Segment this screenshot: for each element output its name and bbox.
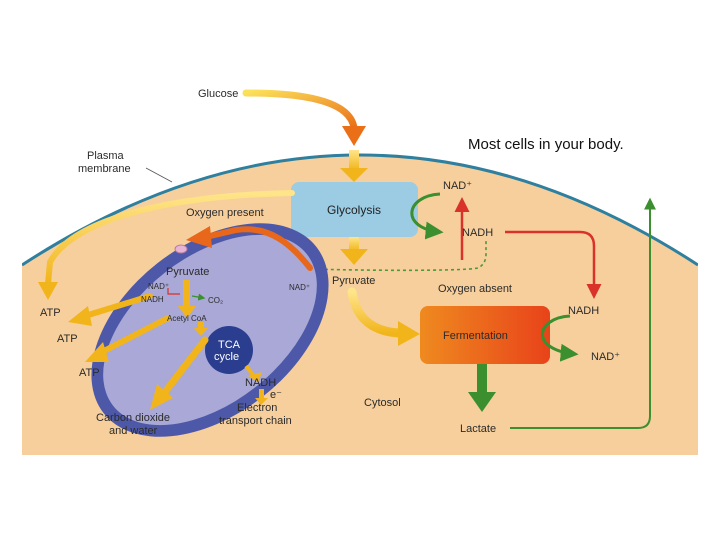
nadh-top-label: NADH — [462, 227, 493, 239]
pyruvate-mito-label: Pyruvate — [166, 266, 209, 278]
glucose-label: Glucose — [198, 88, 238, 100]
atp-arrow-3 — [161, 336, 209, 396]
acetyl-coa-label: Acetyl CoA — [167, 314, 207, 323]
plasma-membrane-label-1: Plasma — [87, 150, 125, 162]
atp-arrow-3-head — [150, 384, 173, 410]
etc-label-2: transport chain — [219, 415, 292, 427]
lactate-arrow-head — [468, 392, 496, 412]
lactate-label: Lactate — [460, 423, 496, 435]
fermentation-label: Fermentation — [443, 330, 508, 342]
glucose-arrow — [242, 89, 358, 132]
acetyl-to-tca-head — [194, 328, 208, 336]
dashed-oxygen-absent-path — [294, 240, 487, 272]
atp-label-1: ATP — [40, 307, 61, 319]
arrow-to-glycolysis-head — [340, 168, 368, 182]
oxygen-present-label: Oxygen present — [186, 207, 264, 219]
atp-arrow-1 — [82, 293, 153, 319]
pyruvate-cytosol-label: Pyruvate — [332, 275, 375, 287]
arrow-to-pyruvate-head — [340, 249, 368, 265]
glycolysis-label: Glycolysis — [327, 203, 381, 217]
atp-arrow-2-head — [85, 342, 109, 362]
cytosol-label: Cytosol — [364, 397, 401, 409]
atp-label-3: ATP — [79, 367, 100, 379]
mito-red-nad-arrow — [167, 288, 180, 295]
nadh-right-label: NADH — [568, 305, 599, 317]
tca-to-nadh-arrow — [244, 364, 256, 378]
pyruvate-to-mito-arrow — [203, 226, 313, 271]
nad-plus-right-label: NAD⁺ — [591, 351, 620, 363]
electron-arrow-head — [255, 398, 268, 405]
oxygen-present-arrow-head — [38, 282, 58, 300]
nad-plus-top-label: NAD⁺ — [443, 180, 472, 192]
nadh-tca-label: NADH — [245, 377, 276, 389]
red-arrow-right — [505, 230, 602, 299]
co2-label: CO₂ — [208, 296, 223, 305]
glucose-arrow-head — [342, 126, 366, 146]
tca-cycle — [205, 326, 253, 374]
atp-arrow-1-head — [68, 306, 92, 326]
carbon-dioxide-label-1: Carbon dioxide — [96, 412, 170, 424]
oxygen-absent-label: Oxygen absent — [438, 283, 512, 295]
arrow-to-glycolysis-shaft — [349, 150, 359, 170]
etc-label-1: Electron — [237, 402, 277, 414]
atp-label-2: ATP — [57, 333, 78, 345]
fermentation-box — [420, 306, 550, 364]
arrow-to-pyruvate-shaft — [349, 237, 359, 251]
transporter — [174, 244, 188, 254]
oxygen-present-arrow — [45, 190, 295, 287]
nad-plus-mid-label: NAD⁺ — [289, 283, 310, 292]
atp-arrow-2 — [99, 315, 171, 355]
mito-pyruvate-arrow-head — [178, 306, 196, 318]
caption-text: Most cells in your body. — [468, 136, 624, 153]
carbon-dioxide-label-2: and water — [109, 425, 158, 437]
plasma-membrane — [22, 153, 698, 267]
glycolysis-nad-arrow — [410, 192, 444, 240]
glycolysis-box — [291, 182, 418, 237]
mitochondrion-inner — [103, 234, 317, 426]
green-arrow-right-side — [510, 197, 656, 429]
tca-label-1: TCA — [218, 339, 241, 351]
mito-co2-arrow — [191, 293, 206, 301]
electron-arrow-shaft — [259, 389, 264, 399]
nadh-mito-label: NADH — [141, 295, 164, 304]
pyruvate-to-mito-arrow-head — [186, 226, 212, 248]
tca-to-nadh-head — [248, 372, 262, 382]
electron-label: e⁻ — [270, 389, 282, 401]
nad-plus-mito-label: NAD⁺ — [148, 282, 169, 291]
tca-label-2: cycle — [214, 351, 239, 363]
fermentation-nad-arrow — [541, 314, 579, 362]
plasma-membrane-label-2: membrane — [78, 163, 131, 175]
pyruvate-to-fermentation-arrow — [347, 287, 405, 338]
pyruvate-to-fermentation-head — [398, 321, 420, 346]
acetyl-to-tca-shaft — [198, 322, 204, 330]
mito-pyruvate-arrow-shaft — [183, 280, 190, 308]
lactate-arrow-shaft — [477, 364, 487, 394]
plasma-membrane-pointer — [145, 167, 173, 183]
